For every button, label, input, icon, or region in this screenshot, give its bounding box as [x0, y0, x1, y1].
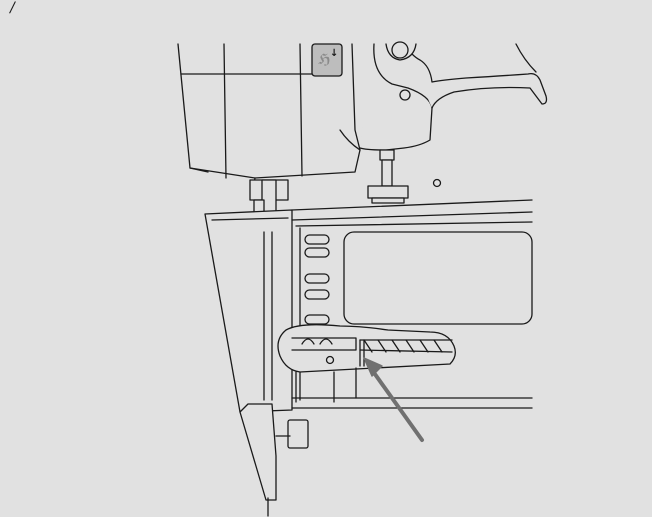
corner-mark: / — [8, 0, 16, 16]
feed-slot — [304, 289, 330, 300]
feed-slot — [304, 247, 330, 258]
machine-head: ℌ ↓ — [177, 43, 361, 197]
arrow-icon — [363, 357, 424, 442]
feed-slot — [304, 273, 330, 284]
feed-slot — [304, 234, 330, 245]
presser-foot-lever — [359, 41, 548, 151]
svg-text:↓: ↓ — [330, 48, 338, 59]
presser-foot — [239, 403, 309, 517]
thread-guide-post — [367, 149, 442, 204]
svg-text:ℌ: ℌ — [318, 52, 331, 68]
presser-foot-symbol-icon: ℌ ↓ — [311, 43, 343, 77]
needle-plate — [204, 199, 533, 413]
feed-slot — [304, 314, 330, 325]
slide-handle — [277, 324, 456, 403]
